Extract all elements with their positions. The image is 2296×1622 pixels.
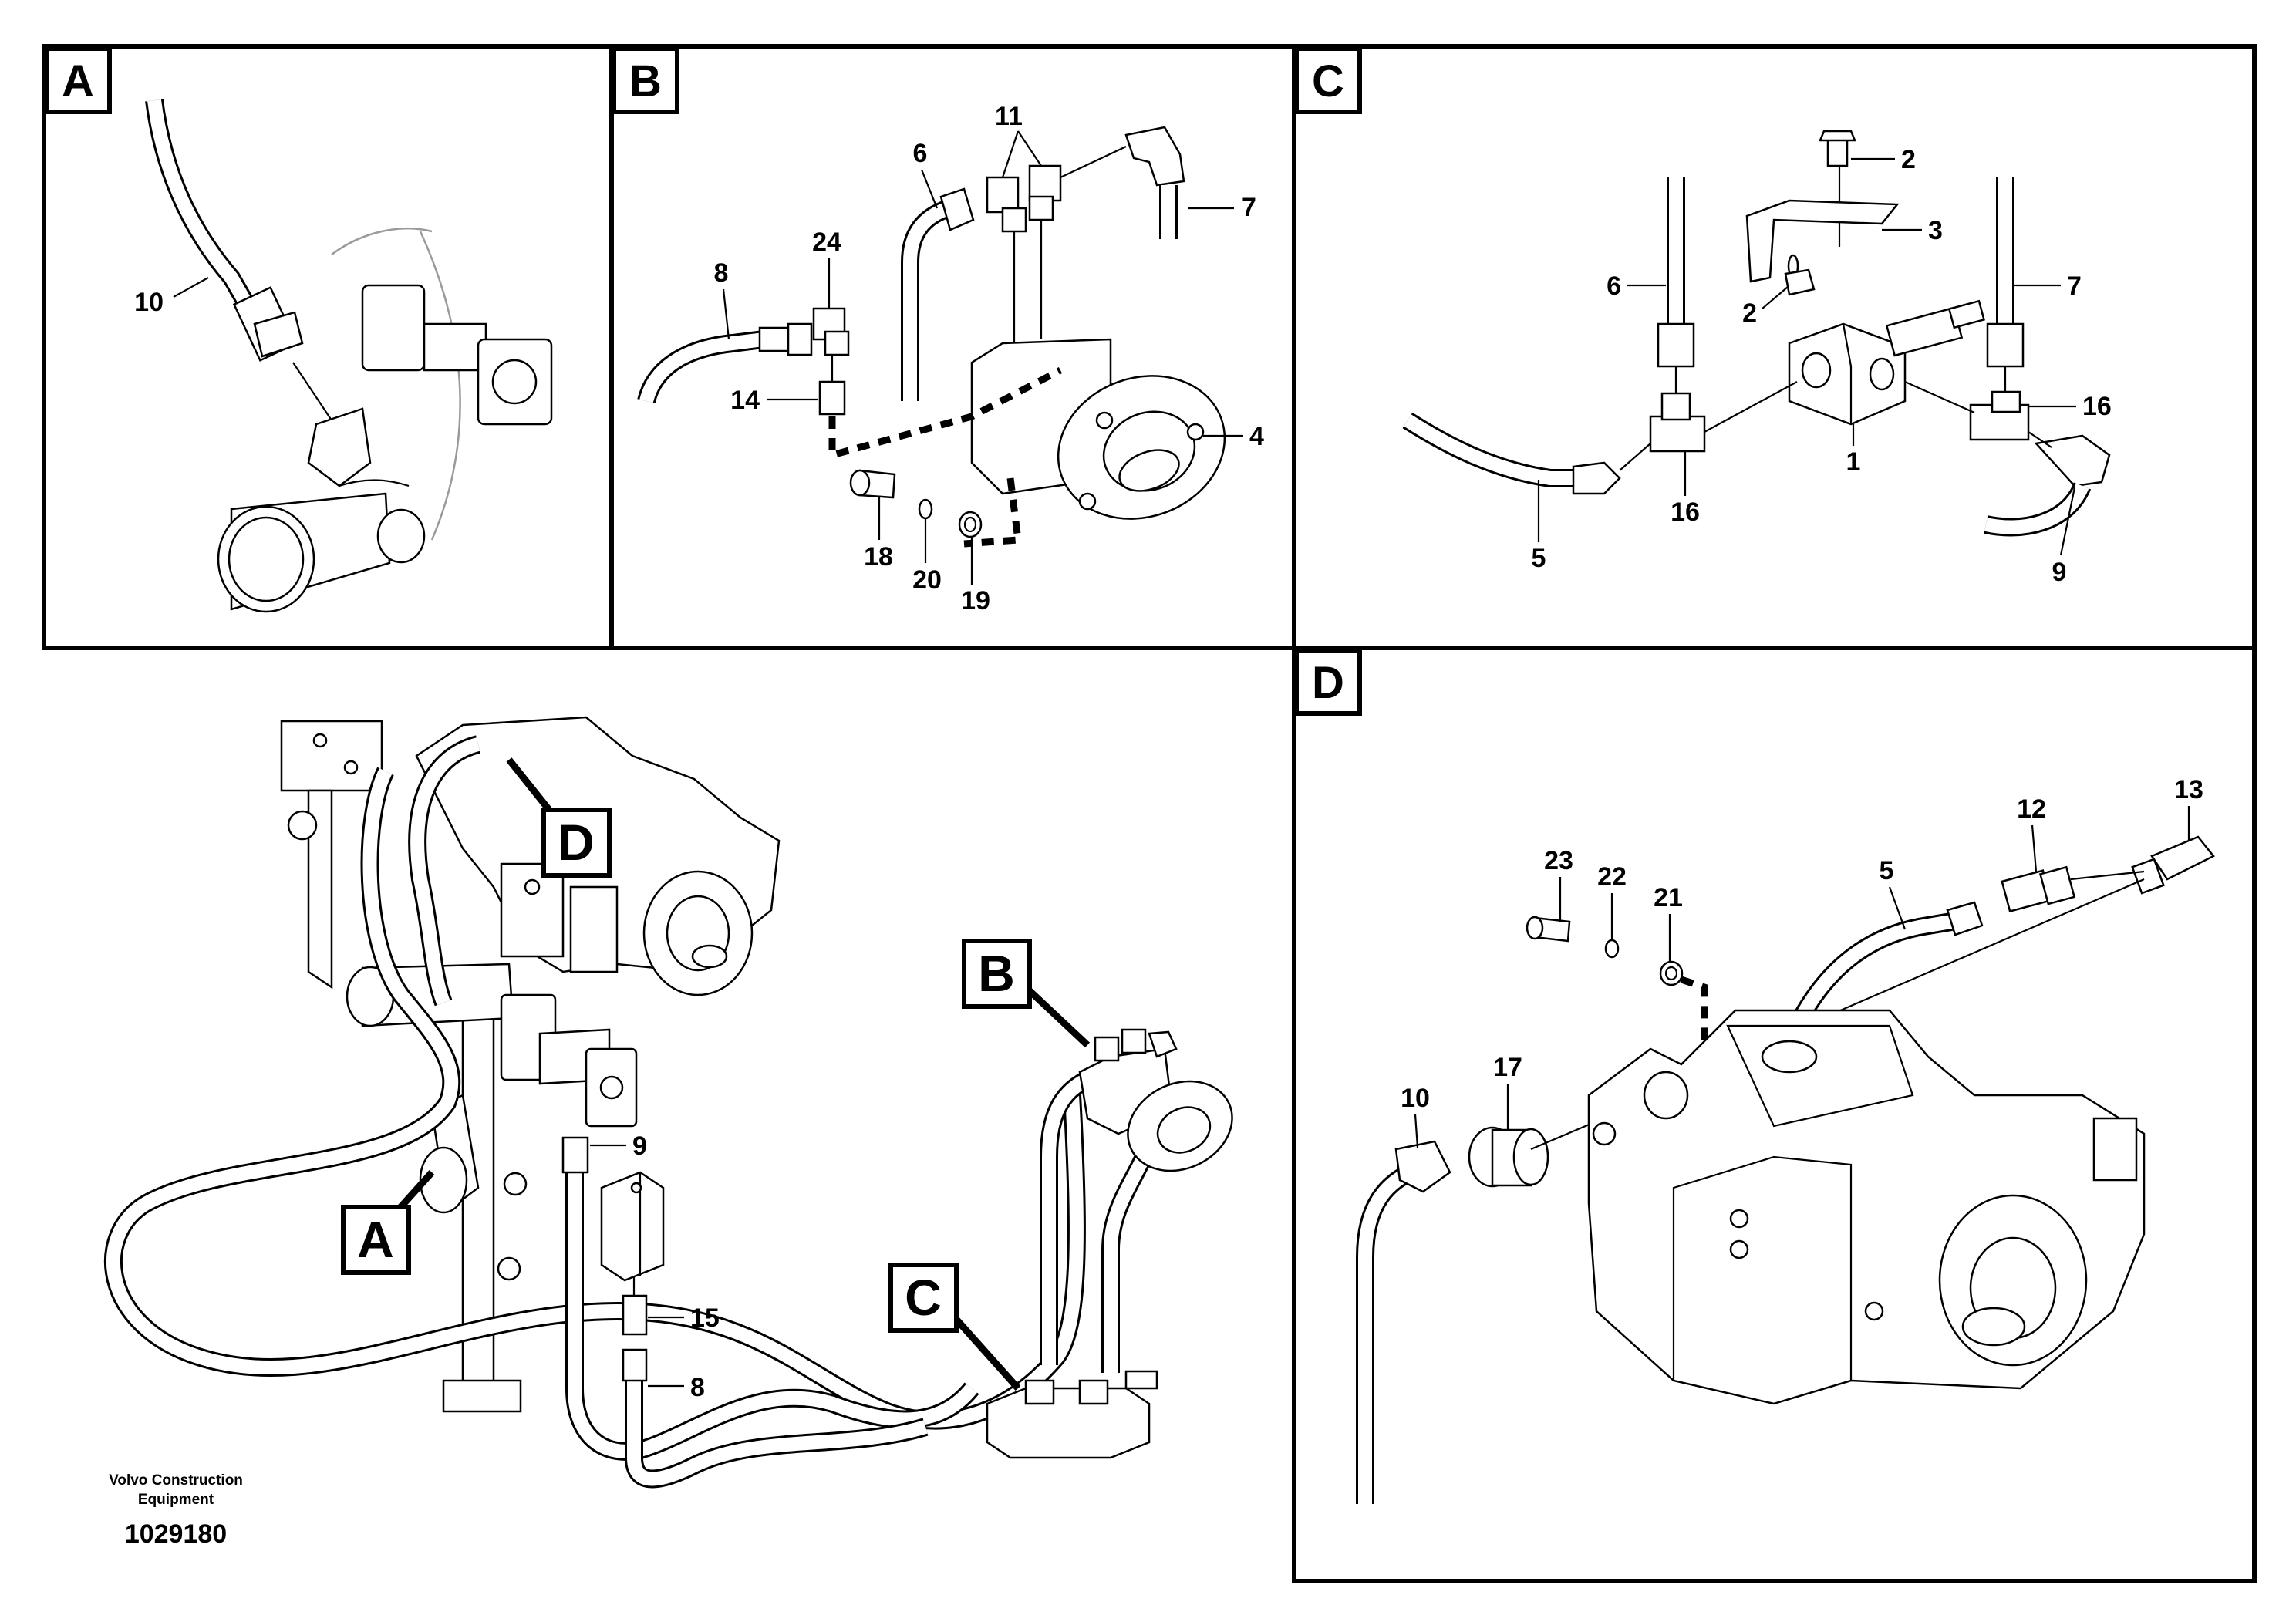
b-nipple-14 <box>818 380 846 416</box>
callout-c-3: 3 <box>1928 216 1943 245</box>
callout-c-7: 7 <box>2067 271 2082 301</box>
callout-c-16-right: 16 <box>2082 392 2112 421</box>
panel-letter-a: A <box>44 46 112 114</box>
main-frame-post-left <box>307 789 333 990</box>
d-oring-21 <box>1659 960 1684 986</box>
callout-main-9: 9 <box>632 1131 647 1161</box>
main-fitting-8 <box>622 1348 648 1382</box>
callout-d-21: 21 <box>1654 883 1683 912</box>
a-hose-nut <box>253 311 304 358</box>
panel-a-drawing: 10 <box>134 99 553 613</box>
callout-a-10: 10 <box>134 288 164 317</box>
callout-c-2-side: 2 <box>1742 298 1757 328</box>
detail-marker-a-text: A <box>357 1211 394 1268</box>
detail-marker-c-text: C <box>905 1269 942 1326</box>
callout-d-12: 12 <box>2017 794 2046 824</box>
callout-b-19: 19 <box>961 586 990 615</box>
b-washer-20 <box>918 498 933 520</box>
c-screw-2-side <box>1784 268 1816 296</box>
footer-drawing-number: 1029180 <box>125 1519 227 1549</box>
panel-letter-b: B <box>612 46 679 114</box>
panel-b-drawing: 11 6 7 8 24 14 4 18 20 19 <box>637 102 1264 615</box>
callout-d-5: 5 <box>1880 856 1894 885</box>
c-bracket-3 <box>1745 199 1900 283</box>
main-fitting-9 <box>561 1136 589 1174</box>
callout-b-24: 24 <box>812 228 841 257</box>
callout-b-20: 20 <box>912 565 942 595</box>
callout-c-6: 6 <box>1607 271 1621 301</box>
callout-main-8: 8 <box>690 1373 705 1402</box>
a-port <box>376 508 426 564</box>
a-pump-outline <box>419 231 461 541</box>
main-assembly-drawing: 9 15 8 <box>104 716 1233 1489</box>
callout-b-6: 6 <box>913 139 928 168</box>
callout-d-10: 10 <box>1401 1084 1430 1113</box>
d-washer-22 <box>1604 939 1620 959</box>
panel-letter-b-text: B <box>629 56 662 106</box>
b-oring-19 <box>958 511 983 538</box>
b-tee-11b <box>1028 164 1062 202</box>
panel-d-drawing: 23 22 21 5 12 13 10 17 <box>1356 775 2215 1504</box>
callout-main-15: 15 <box>690 1303 720 1333</box>
panel-letter-d-text: D <box>1312 658 1344 708</box>
b-hose-7-elbow <box>1124 126 1185 187</box>
callout-b-14: 14 <box>730 386 760 415</box>
detail-marker-d: D <box>506 757 612 878</box>
b-dash-line-2 <box>963 477 1023 548</box>
footer-company-line2: Equipment <box>138 1492 214 1508</box>
callout-b-4: 4 <box>1249 422 1264 451</box>
detail-marker-d-text: D <box>558 814 595 871</box>
d-fitting-13 <box>2150 835 2215 881</box>
panel-letter-a-text: A <box>62 56 94 106</box>
callout-c-16-left: 16 <box>1671 497 1700 527</box>
a-flange-top <box>361 284 426 372</box>
callout-c-2-top: 2 <box>1901 145 1916 174</box>
panel-letter-c: C <box>1294 46 1362 114</box>
b-tee-11a <box>986 176 1020 214</box>
panel-d-frame <box>1292 646 2257 1583</box>
footer: Volvo Construction Equipment 1029180 <box>109 1472 243 1549</box>
panel-c-frame <box>1292 44 2257 650</box>
callout-d-22: 22 <box>1597 862 1627 892</box>
c-tee-16-left <box>1649 415 1706 453</box>
c-hose-9-elbow <box>2034 434 2111 487</box>
main-valve-block-top <box>280 720 383 792</box>
a-pump-outline-top <box>331 228 433 256</box>
callout-b-18: 18 <box>864 542 893 572</box>
panel-letter-c-text: C <box>1312 56 1344 106</box>
panel-c-drawing: 2 3 6 7 2 16 1 16 5 9 <box>1402 130 2112 587</box>
callout-c-1: 1 <box>1846 447 1861 477</box>
callout-d-13: 13 <box>2174 775 2203 804</box>
main-fitting-15 <box>622 1294 648 1336</box>
detail-marker-a: A <box>341 1169 435 1275</box>
main-c-valve <box>986 1387 1151 1459</box>
detail-marker-c: C <box>888 1263 1021 1391</box>
d-pump-shaft <box>1961 1307 2026 1347</box>
callout-b-8: 8 <box>714 258 729 288</box>
c-screw-2-top <box>1826 137 1849 167</box>
callout-c-9: 9 <box>2052 558 2067 587</box>
callout-d-23: 23 <box>1544 846 1573 875</box>
detail-marker-b: B <box>962 939 1091 1048</box>
callout-b-7: 7 <box>1242 193 1256 222</box>
detail-marker-b-text: B <box>978 945 1015 1002</box>
panel-frames <box>42 44 2257 1583</box>
b-dash-line-1 <box>828 367 1063 460</box>
b-pump-shaft <box>1118 449 1180 492</box>
a-elbow <box>307 407 372 487</box>
callout-d-17: 17 <box>1493 1053 1522 1082</box>
callout-b-11: 11 <box>995 102 1023 131</box>
callout-c-5: 5 <box>1532 544 1546 573</box>
footer-company-line1: Volvo Construction <box>109 1472 243 1489</box>
panel-letter-d: D <box>1294 648 1362 716</box>
